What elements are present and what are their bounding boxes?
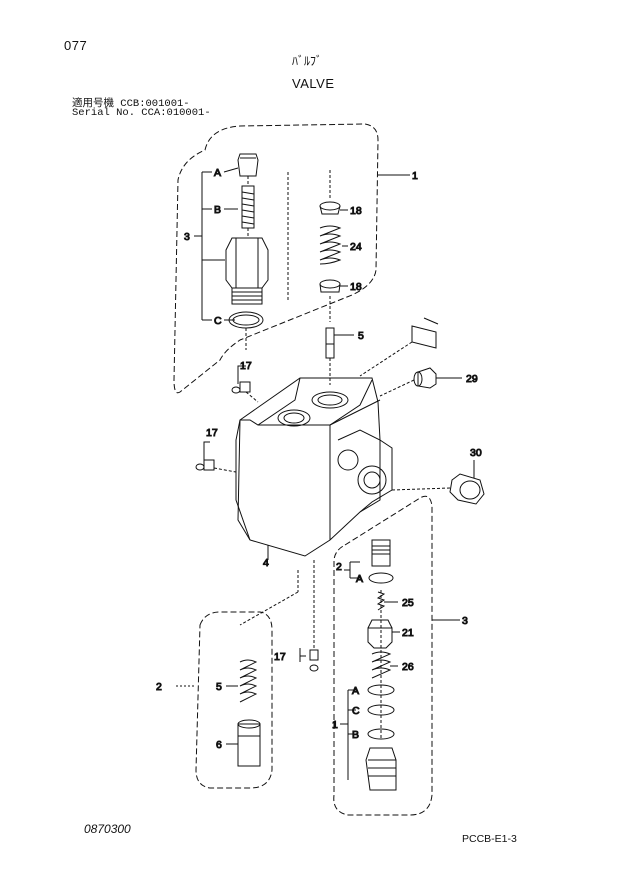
callout-18-upper: 18 <box>350 205 362 217</box>
part-3-relief-body <box>225 237 269 305</box>
part-17-bolt-lower <box>299 648 319 672</box>
title-japanese: ﾊﾞﾙﾌﾞ <box>292 54 323 68</box>
bracket-3-top <box>194 171 212 321</box>
callout-25: 25 <box>402 597 414 609</box>
callout-3-top: 3 <box>184 231 190 243</box>
part-4-valve-body <box>235 377 393 557</box>
callout-6: 6 <box>216 739 222 751</box>
part-2-plug-right <box>371 539 391 567</box>
part-18-spring-seat-upper <box>319 201 341 215</box>
callout-18-lower: 18 <box>350 281 362 293</box>
callout-1-lower: 1 <box>332 719 338 731</box>
nameplate <box>411 325 437 349</box>
part-6-spool <box>237 719 261 767</box>
callout-b-lower: B <box>352 729 359 741</box>
part-17-bolt-left <box>195 441 215 471</box>
part-b-threaded-rod <box>241 185 255 236</box>
callout-b-top: B <box>214 204 221 216</box>
part-24-spring <box>319 225 342 265</box>
ring-lower-b <box>367 728 395 740</box>
part-30-cap <box>449 460 485 505</box>
part-29-plug <box>413 367 462 389</box>
callout-2-right: 2 <box>336 561 342 573</box>
callout-a-right: A <box>356 573 363 585</box>
callout-30: 30 <box>470 447 482 459</box>
top-group-dashed-outline <box>173 123 379 394</box>
callout-5-top: 5 <box>358 330 364 342</box>
title-english: VALVE <box>292 76 335 91</box>
left-group-dashed-outline <box>195 611 273 789</box>
callout-4: 4 <box>263 557 269 569</box>
part-18-spring-seat-lower <box>319 279 341 293</box>
callout-a-lower: A <box>352 685 359 697</box>
callout-5-left: 5 <box>216 681 222 693</box>
right-group-dashed-outline <box>333 495 433 816</box>
callout-17-lower: 17 <box>274 651 286 663</box>
callout-c-top: C <box>214 315 222 327</box>
part-5-spring-left <box>239 659 258 703</box>
callout-17-upper: 17 <box>240 360 252 372</box>
callout-1-top: 1 <box>412 170 418 182</box>
callout-26: 26 <box>402 661 414 673</box>
page-code: PCCB-E1-3 <box>462 833 517 845</box>
page-number: 077 <box>64 38 88 53</box>
document-code: 0870300 <box>84 822 131 836</box>
part-a-hex-cap <box>237 153 259 186</box>
part-25-spring-small <box>376 591 386 611</box>
callout-21: 21 <box>402 627 414 639</box>
callout-24: 24 <box>350 241 362 253</box>
callout-3-right: 3 <box>462 615 468 627</box>
part-21-poppet <box>367 619 393 649</box>
part-1-relief-valve-lower <box>365 747 397 791</box>
callout-17-left: 17 <box>206 427 218 439</box>
serial-line-2: Serial No. CCA:010001- <box>72 107 211 119</box>
callout-2-left: 2 <box>156 681 162 693</box>
part-26-spring <box>371 651 392 679</box>
callout-a-top: A <box>214 167 221 179</box>
callout-29: 29 <box>466 373 478 385</box>
part-17-bolt-upper <box>231 365 251 394</box>
serial-line-1: 適用号機 CCB:001001- <box>72 98 190 110</box>
oring-right-a <box>368 572 394 584</box>
callout-c-lower: C <box>352 705 360 717</box>
part-5-pin-top <box>325 327 335 359</box>
